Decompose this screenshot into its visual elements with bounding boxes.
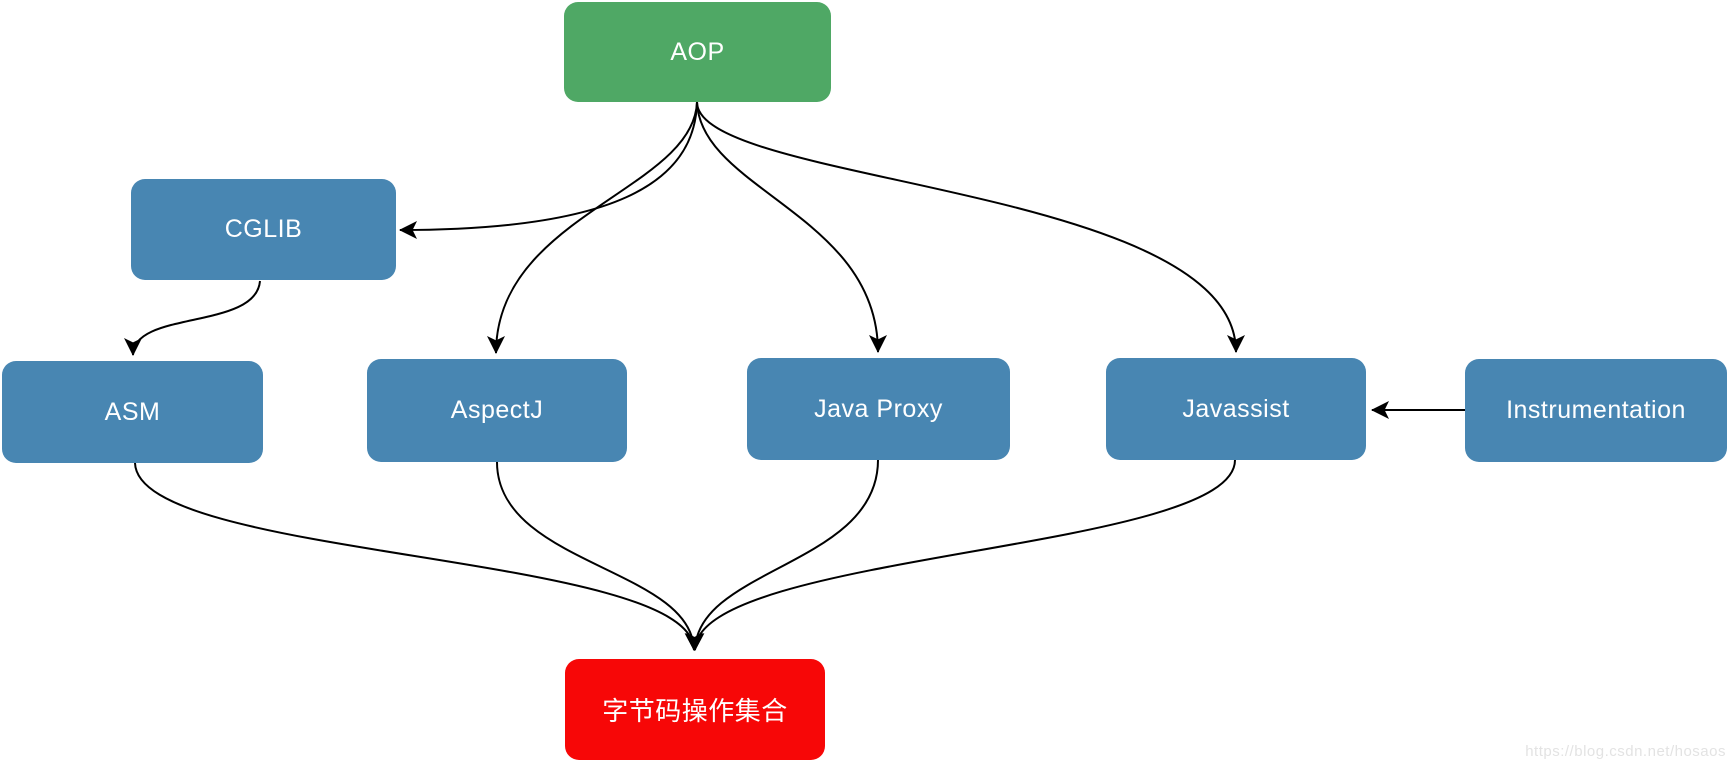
- edge-cglib-asm: [124, 280, 261, 356]
- csdn-watermark: https://blog.csdn.net/hosaos: [1525, 743, 1726, 760]
- node-javassist: Javassist: [1106, 358, 1366, 460]
- edge-aop-javaproxy: [696, 101, 887, 353]
- edge-javassist-bytecode: [686, 459, 1236, 651]
- node-javassist-label: Javassist: [1182, 394, 1290, 423]
- node-instrumentation-label: Instrumentation: [1506, 396, 1686, 424]
- node-bytecode-ops-label: 字节码操作集合: [602, 696, 788, 726]
- node-aspectj: AspectJ: [367, 359, 627, 462]
- edge-javaproxy-bytecode: [686, 459, 879, 651]
- edge-aop-javassist: [696, 101, 1245, 353]
- edge-asm-bytecode: [134, 462, 703, 651]
- node-aspectj-label: AspectJ: [450, 396, 544, 424]
- node-aop: AOP: [564, 2, 831, 102]
- node-instrumentation: Instrumentation: [1465, 359, 1727, 462]
- node-cglib-label: CGLIB: [224, 215, 303, 243]
- node-cglib: CGLIB: [131, 179, 396, 280]
- node-java-proxy: Java Proxy: [747, 358, 1010, 460]
- edge-aop-cglib: [399, 101, 698, 239]
- node-java-proxy-label: Java Proxy: [814, 394, 943, 423]
- node-aop-label: AOP: [670, 37, 725, 66]
- edge-aspectj-bytecode: [496, 461, 703, 651]
- node-asm-label: ASM: [104, 397, 161, 426]
- edge-aop-aspectj: [487, 101, 698, 354]
- node-asm: ASM: [2, 361, 263, 463]
- node-bytecode-ops: 字节码操作集合: [565, 659, 825, 760]
